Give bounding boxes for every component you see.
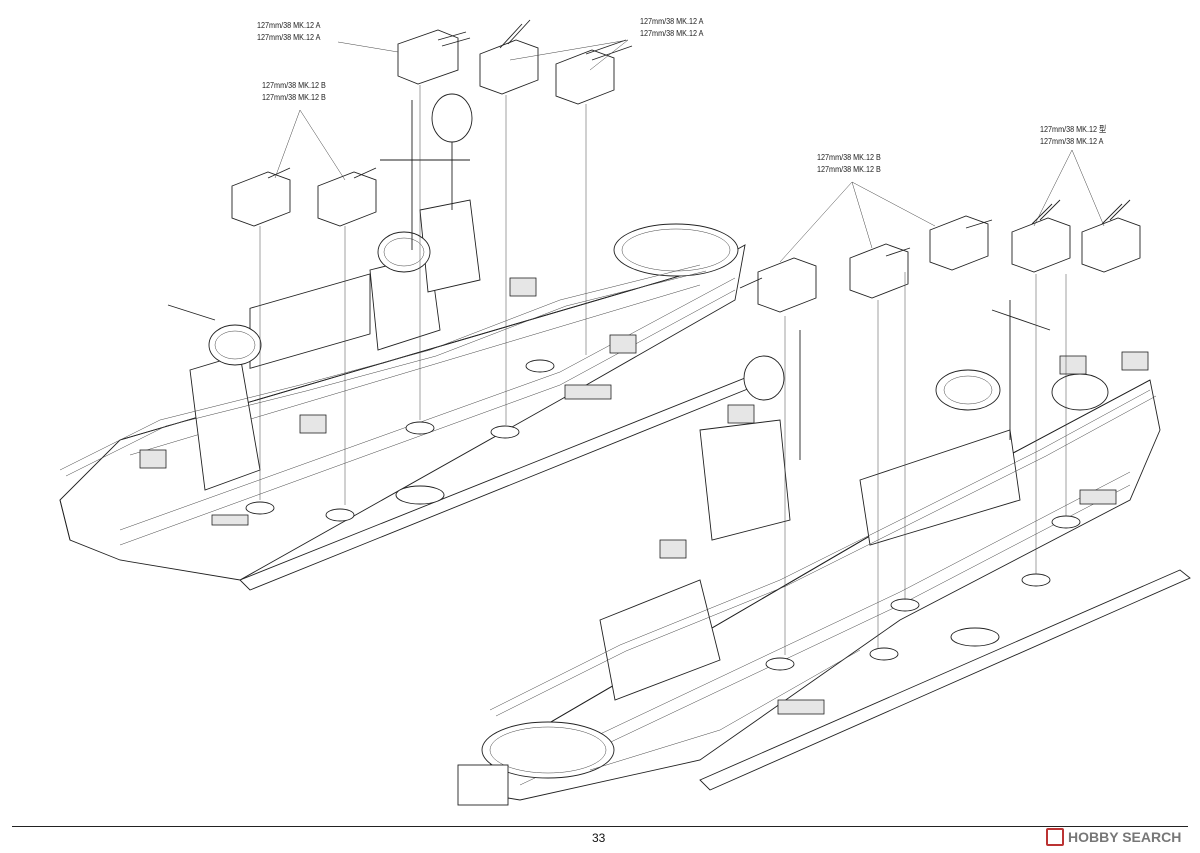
right-ship-hull xyxy=(457,300,1191,806)
callout-left-top-right-line2: 127mm/38 MK.12 A xyxy=(640,28,704,38)
callout-left-top-right-line1: 127mm/38 MK.12 A xyxy=(640,16,704,26)
callout-right-top-line2: 127mm/38 MK.12 A xyxy=(1040,136,1104,146)
callout-right-top-line1: 127mm/38 MK.12 型 xyxy=(1040,124,1107,134)
callout-left-mid-line2: 127mm/38 MK.12 B xyxy=(262,92,326,102)
callout-left-top-line1: 127mm/38 MK.12 A xyxy=(257,20,321,30)
right-ship-turrets xyxy=(739,149,1141,655)
page-bottom-rule xyxy=(12,826,1188,827)
watermark: HOBBY SEARCH xyxy=(1046,828,1181,846)
callout-left-top-line2: 127mm/38 MK.12 A xyxy=(257,32,321,42)
watermark-text: HOBBY SEARCH xyxy=(1068,829,1182,845)
callout-right-mid-line2: 127mm/38 MK.12 B xyxy=(817,164,881,174)
left-ship-turrets xyxy=(231,19,633,505)
page-number: 33 xyxy=(592,831,606,845)
callout-right-mid-line1: 127mm/38 MK.12 B xyxy=(817,152,881,162)
callout-left-mid-line1: 127mm/38 MK.12 B xyxy=(262,80,326,90)
watermark-logo-icon xyxy=(1046,828,1064,846)
left-ship-hull xyxy=(59,93,771,591)
